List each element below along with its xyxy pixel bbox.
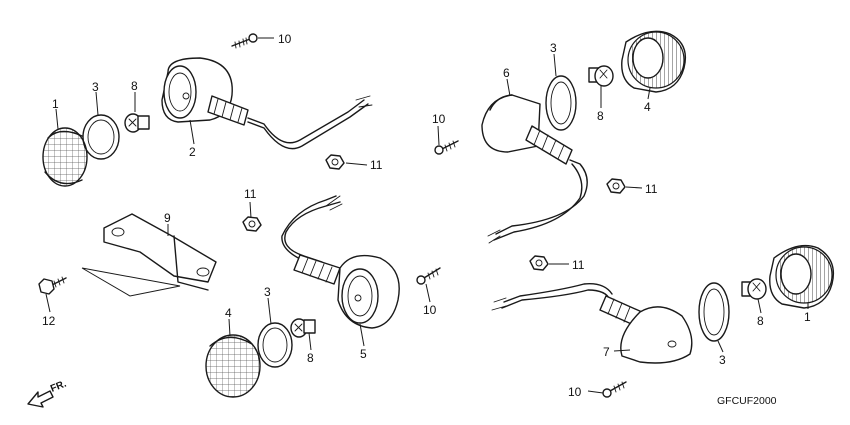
callout-11-middle: 11: [244, 187, 257, 201]
callout-9: 9: [164, 211, 171, 225]
callout-12: 12: [42, 314, 56, 328]
direction-label: FR.: [49, 378, 68, 394]
diagram-code: GFCUF2000: [717, 395, 777, 407]
screw-bottom-right: [602, 381, 627, 398]
callout-8-top-right: 8: [597, 109, 604, 123]
callout-11-right: 11: [645, 182, 658, 196]
callout-8-bottom-right: 8: [757, 314, 764, 328]
nut-top-right: [606, 178, 626, 194]
callout-7: 7: [603, 345, 610, 359]
front-direction-arrow: FR.: [27, 378, 68, 408]
housing-bottom-right: [491, 283, 693, 364]
lens-top-left: [42, 127, 88, 187]
rim-ring-bottom-left: [257, 322, 293, 368]
housing-top-right: [481, 94, 588, 244]
callout-4-bottom-left: 4: [225, 306, 232, 320]
rim-ring-top-right: [545, 75, 577, 131]
callout-4-top-right: 4: [644, 100, 651, 114]
bracket: [103, 213, 217, 291]
nut-middle: [242, 216, 262, 232]
callout-labels: 1 3 8 2 10 11 6 3 8 4 10 11 11 9 12 4 3 …: [42, 32, 811, 399]
callout-3-top-right: 3: [550, 41, 557, 55]
leader-lines: [45, 37, 809, 394]
callout-11-top: 11: [370, 158, 383, 172]
bulb-top-left: [124, 113, 150, 133]
callout-10-middle: 10: [423, 303, 437, 317]
callout-1-top-left: 1: [52, 97, 59, 111]
housing-middle: [281, 195, 400, 329]
bolt-bracket: [38, 276, 67, 295]
nut-bottom-right: [529, 255, 549, 271]
callout-10-top: 10: [278, 32, 292, 46]
bulb-bottom-left: [290, 318, 316, 338]
callout-3-top-left: 3: [92, 80, 99, 94]
screw-middle: [416, 267, 441, 285]
rim-ring-top-left: [82, 114, 120, 160]
bulb-top-right: [588, 65, 614, 87]
callout-1-bottom-right: 1: [804, 310, 811, 324]
bulb-bottom-right: [741, 278, 767, 300]
lens-bottom-right: [769, 244, 835, 309]
callout-3-bottom-right: 3: [719, 353, 726, 367]
screw-top-right: [434, 140, 459, 155]
callout-2: 2: [189, 145, 196, 159]
callout-6: 6: [503, 66, 510, 80]
nut-top-center: [325, 154, 345, 170]
callout-5: 5: [360, 347, 367, 361]
lens-bottom-left: [205, 334, 261, 398]
screw-top-center: [231, 33, 258, 49]
callout-3-bottom-left: 3: [264, 285, 271, 299]
lens-top-right: [621, 30, 687, 93]
callout-10-right: 10: [432, 112, 446, 126]
leader-triangle: [81, 267, 181, 297]
callout-10-bottom: 10: [568, 385, 582, 399]
callout-8-bottom-left: 8: [307, 351, 314, 365]
rim-ring-bottom-right: [698, 282, 730, 342]
callout-8-top-left: 8: [131, 79, 138, 93]
callout-11-bottom-right: 11: [572, 258, 585, 272]
housing-top-left: [161, 57, 373, 150]
